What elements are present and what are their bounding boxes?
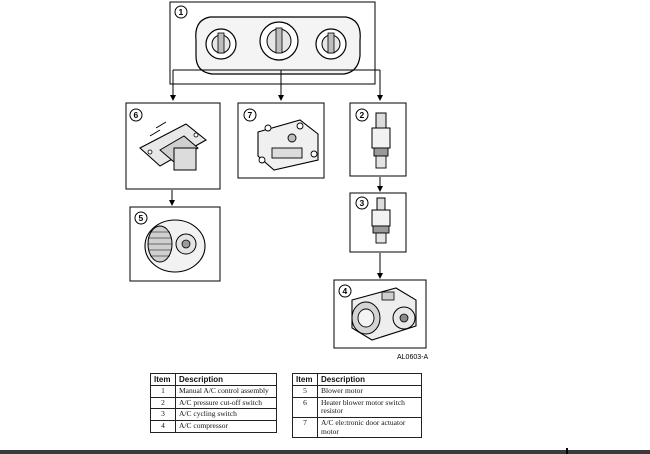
callout-7: 7 <box>248 110 253 120</box>
blower-motor-drawing <box>144 219 206 273</box>
table-row: 6 Heater blower motor switch resistor <box>292 396 422 419</box>
table-row: 1 Manual A/C control assembly <box>150 385 277 398</box>
bottom-frame-bar <box>0 450 650 454</box>
legend-item-number: 5 <box>292 385 318 398</box>
callout-5: 5 <box>139 213 144 223</box>
table-row: 4 A/C compressor <box>150 420 277 433</box>
legend-item-number: 2 <box>150 396 176 410</box>
legend-table-right: Item Description 5 Blower motor 6 Heater… <box>292 372 422 439</box>
callout-3: 3 <box>360 198 365 208</box>
legend-table-left: Item Description 1 Manual A/C control as… <box>150 372 277 433</box>
legend-item-number: 7 <box>292 417 318 439</box>
table-row: 7 A/C ele:tronic door actuator motor <box>292 417 422 439</box>
component-box-3: 3 <box>349 192 407 253</box>
component-box-5: 5 <box>129 206 221 282</box>
component-box-7: 7 <box>237 102 325 179</box>
bottom-frame-marker <box>566 448 568 454</box>
ac-control-panel-drawing <box>195 16 361 75</box>
legend-item-description: A/C cycling switch <box>175 408 277 422</box>
legend-item-number: 4 <box>150 420 176 433</box>
figure-id: AL0603-A <box>397 354 428 361</box>
callout-2: 2 <box>360 110 365 120</box>
legend-item-description: A/C ele:tronic door actuator motor <box>317 417 422 439</box>
component-box-1: 1 <box>169 1 376 85</box>
table-row: 3 A/C cycling switch <box>150 408 277 422</box>
legend-item-number: 1 <box>150 385 176 398</box>
compressor-drawing <box>351 287 417 341</box>
legend-header-description: Description <box>175 372 277 387</box>
component-box-2: 2 <box>349 102 407 177</box>
legend-item-number: 3 <box>150 408 176 422</box>
component-box-6: 6 <box>125 102 221 190</box>
legend-header-item: Item <box>150 372 176 387</box>
callout-6: 6 <box>134 110 139 120</box>
legend-header-description: Description <box>317 372 422 387</box>
cycling-switch-drawing <box>371 197 391 244</box>
pressure-switch-drawing <box>371 112 391 169</box>
table-row: 2 A/C pressure cut-off switch <box>150 396 277 410</box>
legend-item-description: Heater blower motor switch resistor <box>317 396 422 419</box>
legend-header-item: Item <box>292 372 318 387</box>
legend-item-number: 6 <box>292 396 318 419</box>
component-box-4: 4 <box>333 279 427 349</box>
legend-item-description: A/C compressor <box>175 420 277 433</box>
door-actuator-drawing <box>257 119 319 171</box>
blower-resistor-drawing <box>139 121 207 171</box>
callout-1: 1 <box>179 7 184 17</box>
legend-item-description: Manual A/C control assembly <box>175 385 277 398</box>
legend-item-description: A/C pressure cut-off switch <box>175 396 277 410</box>
table-row: 5 Blower motor <box>292 385 422 398</box>
callout-4: 4 <box>343 286 348 296</box>
legend-item-description: Blower motor <box>317 385 422 398</box>
connector-lines <box>169 69 383 279</box>
